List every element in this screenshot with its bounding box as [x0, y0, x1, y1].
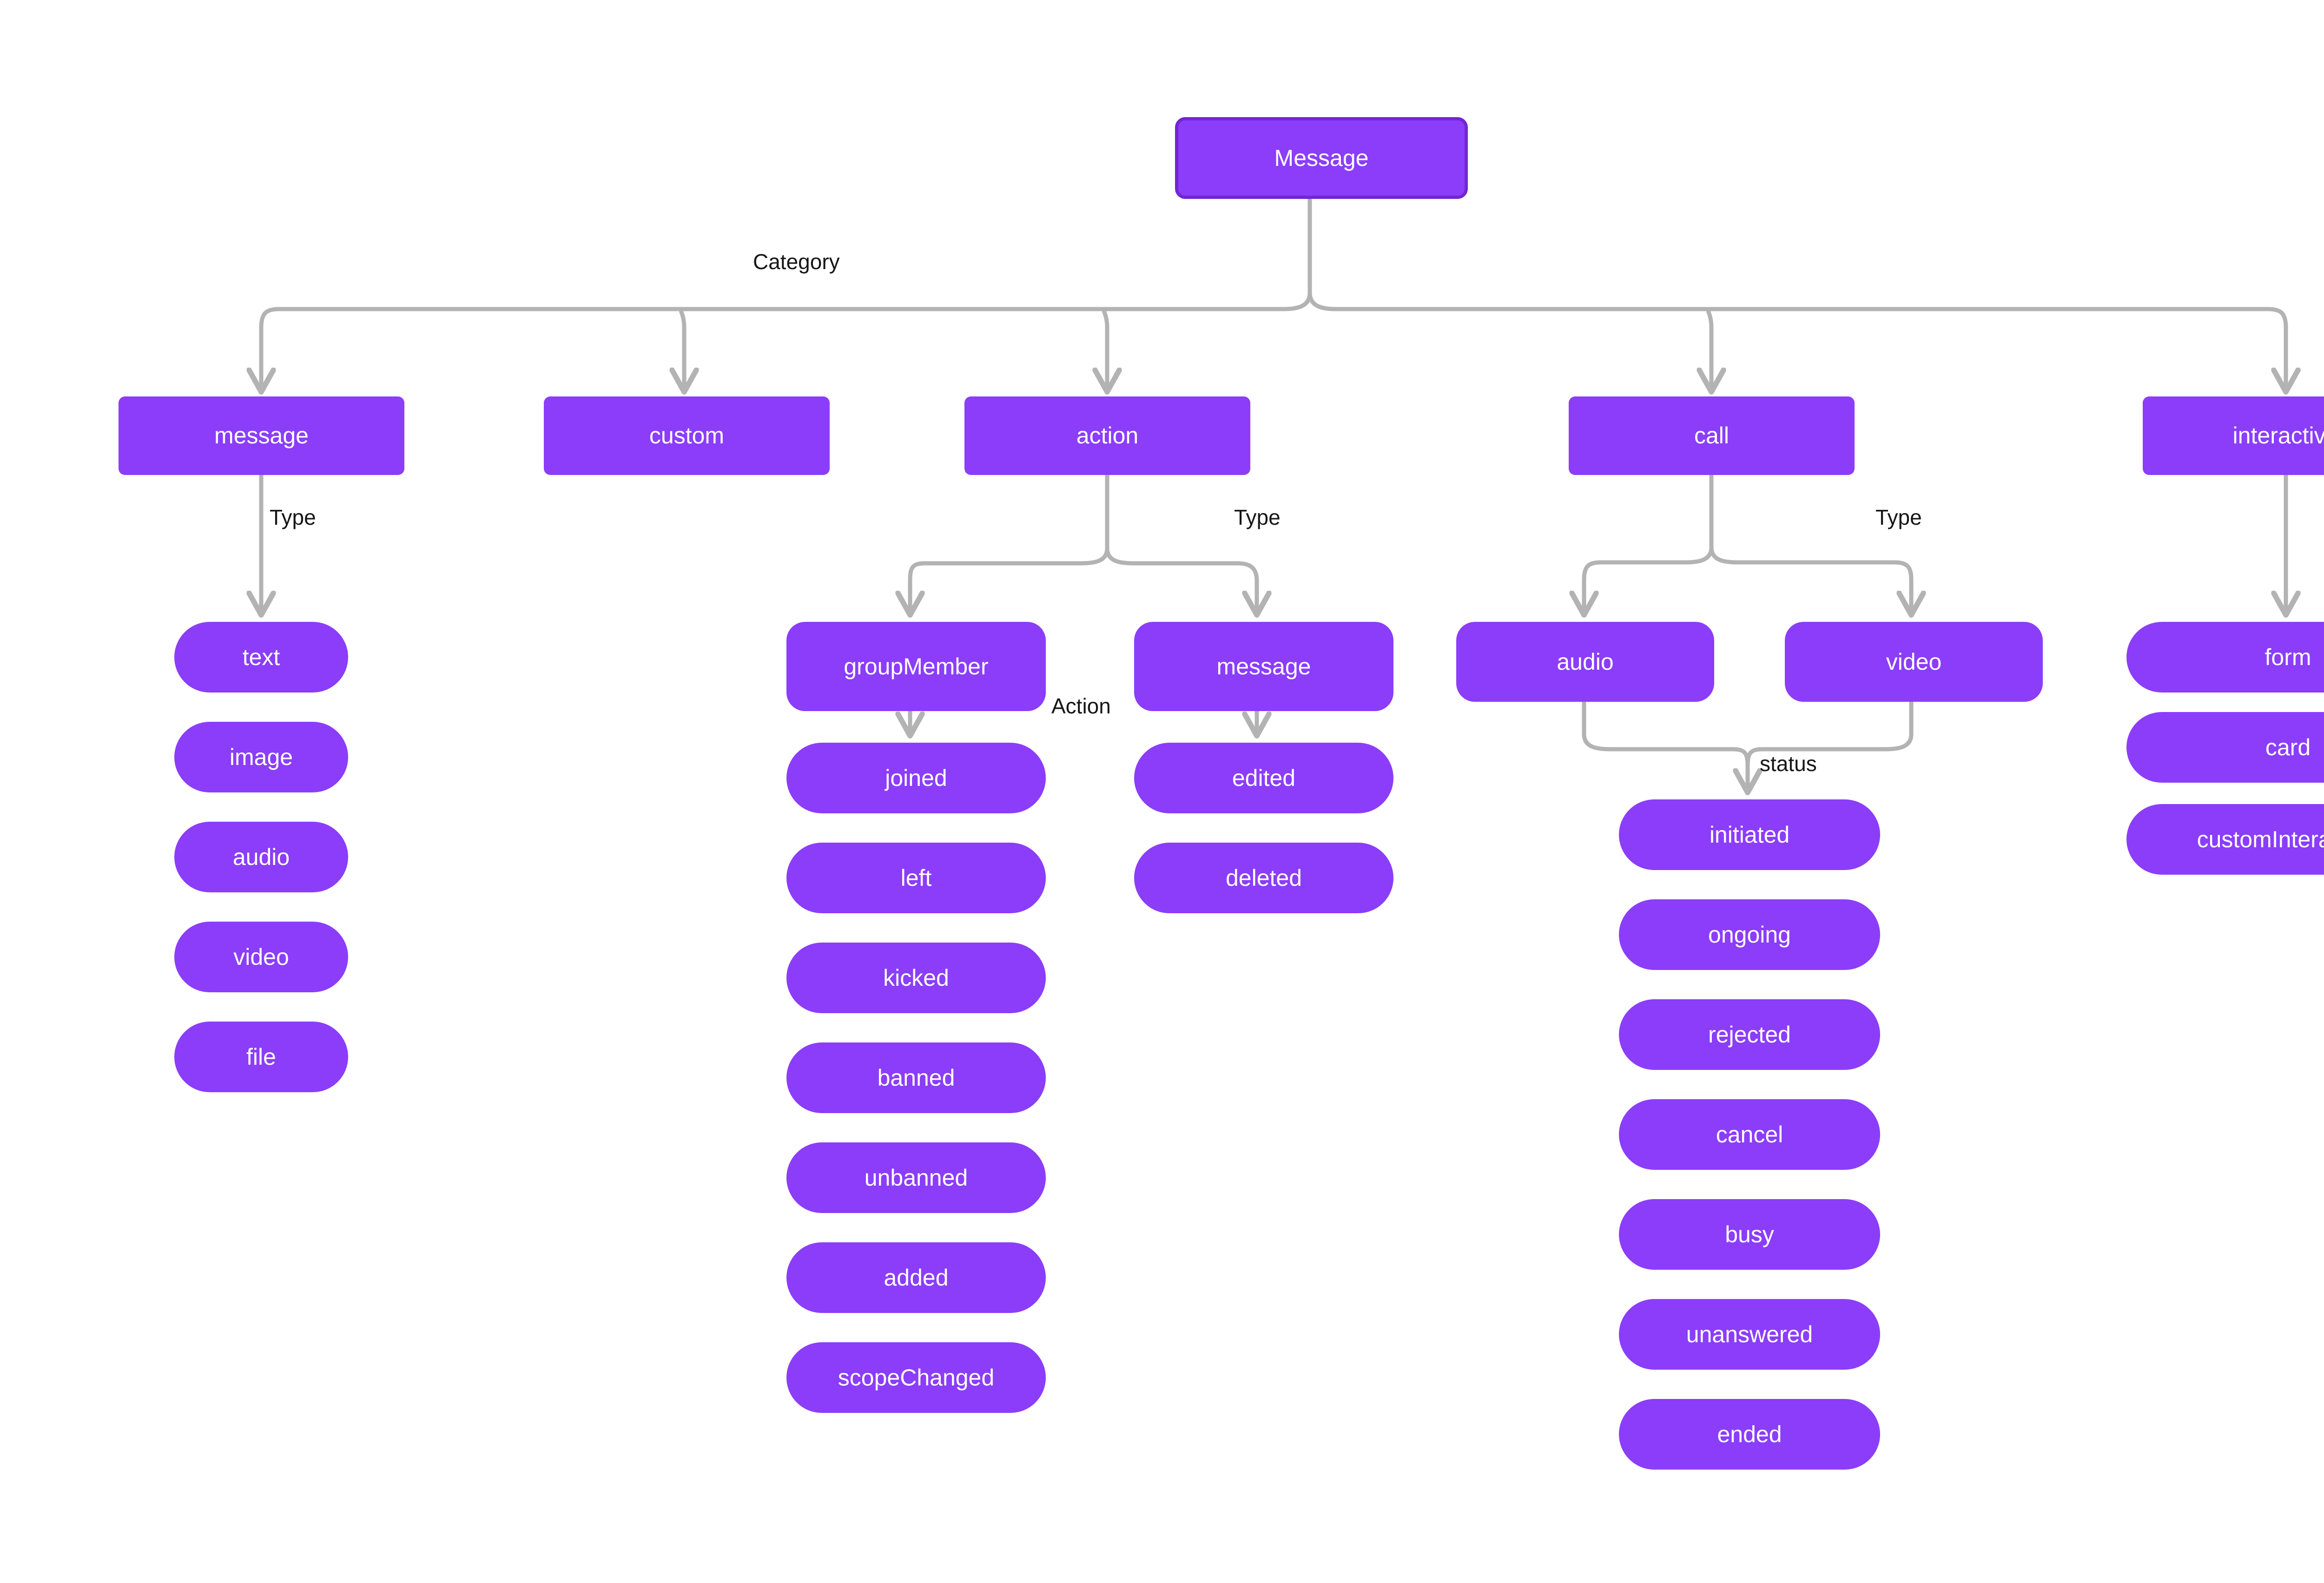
node-label: video [1886, 648, 1942, 675]
edge-label-category: Category [753, 250, 840, 274]
node-message-type-image[interactable]: image [174, 722, 348, 792]
node-label: initiated [1709, 821, 1790, 848]
node-label: ongoing [1708, 921, 1791, 948]
node-label: customInteractive [2197, 826, 2324, 852]
node-category-custom[interactable]: custom [544, 396, 830, 475]
node-label: custom [649, 422, 725, 449]
node-message-type-file[interactable]: file [174, 1022, 348, 1092]
node-label: added [884, 1264, 949, 1291]
node-label: video [233, 943, 289, 970]
edge-label-type-action: Type [1234, 505, 1281, 529]
node-category-action[interactable]: action [964, 396, 1250, 475]
node-interactive-type-custominteractive[interactable]: customInteractive [2126, 804, 2324, 875]
edge-label-type-message: Type [270, 505, 316, 529]
node-label: text [242, 644, 280, 670]
node-message-type-video[interactable]: video [174, 922, 348, 992]
node-label: cancel [1716, 1121, 1783, 1148]
node-label: scopeChanged [838, 1364, 995, 1391]
node-category-message[interactable]: message [119, 396, 404, 475]
node-interactive-type-form[interactable]: form [2126, 622, 2324, 693]
node-label: action [1076, 422, 1139, 449]
edge-label-status: status [1760, 752, 1817, 776]
node-label: banned [877, 1064, 955, 1091]
node-call-status-unanswered[interactable]: unanswered [1619, 1299, 1880, 1370]
node-label: card [2265, 734, 2311, 760]
node-label: call [1694, 422, 1730, 449]
node-groupmember-action-scopechanged[interactable]: scopeChanged [786, 1342, 1046, 1413]
edge-label-action: Action [1051, 694, 1111, 718]
node-label: unbanned [864, 1164, 968, 1191]
node-label: deleted [1225, 864, 1302, 891]
node-label: groupMember [844, 653, 989, 679]
node-label: audio [1557, 648, 1614, 675]
node-call-status-rejected[interactable]: rejected [1619, 999, 1880, 1070]
node-message-type-text[interactable]: text [174, 622, 348, 693]
node-label: kicked [883, 964, 949, 991]
node-message-type-audio[interactable]: audio [174, 822, 348, 892]
node-label: form [2265, 644, 2311, 670]
node-groupmember-action-added[interactable]: added [786, 1242, 1046, 1313]
node-label: image [229, 744, 293, 770]
node-label: file [246, 1043, 276, 1070]
node-action-message-edited[interactable]: edited [1134, 743, 1393, 813]
node-label: rejected [1708, 1021, 1791, 1048]
node-label: busy [1725, 1221, 1774, 1247]
node-call-type-video[interactable]: video [1785, 622, 2043, 702]
node-label: Message [1274, 145, 1369, 171]
node-groupmember-action-joined[interactable]: joined [786, 743, 1046, 813]
node-label: unanswered [1686, 1321, 1813, 1347]
node-groupmember-action-kicked[interactable]: kicked [786, 943, 1046, 1013]
node-label: edited [1232, 765, 1296, 791]
node-action-type-message[interactable]: message [1134, 622, 1393, 711]
node-call-status-busy[interactable]: busy [1619, 1199, 1880, 1270]
node-message-root[interactable]: Message [1175, 117, 1468, 199]
node-interactive-type-card[interactable]: card [2126, 712, 2324, 783]
node-action-type-groupmember[interactable]: groupMember [786, 622, 1046, 711]
node-groupmember-action-left[interactable]: left [786, 843, 1046, 913]
node-category-call[interactable]: call [1569, 396, 1855, 475]
node-call-status-ended[interactable]: ended [1619, 1399, 1880, 1470]
node-label: joined [885, 765, 947, 791]
node-label: audio [232, 844, 290, 870]
node-call-status-cancel[interactable]: cancel [1619, 1099, 1880, 1170]
node-call-status-ongoing[interactable]: ongoing [1619, 899, 1880, 970]
node-label: interactive [2232, 422, 2324, 449]
node-call-status-initiated[interactable]: initiated [1619, 799, 1880, 870]
node-label: message [1216, 653, 1311, 679]
node-category-interactive[interactable]: interactive [2143, 396, 2324, 475]
edge-label-type-call: Type [1875, 505, 1922, 529]
node-label: left [900, 864, 932, 891]
node-call-type-audio[interactable]: audio [1456, 622, 1714, 702]
node-label: ended [1717, 1421, 1782, 1447]
node-groupmember-action-banned[interactable]: banned [786, 1042, 1046, 1113]
node-label: message [214, 422, 309, 449]
node-action-message-deleted[interactable]: deleted [1134, 843, 1393, 913]
node-groupmember-action-unbanned[interactable]: unbanned [786, 1142, 1046, 1213]
